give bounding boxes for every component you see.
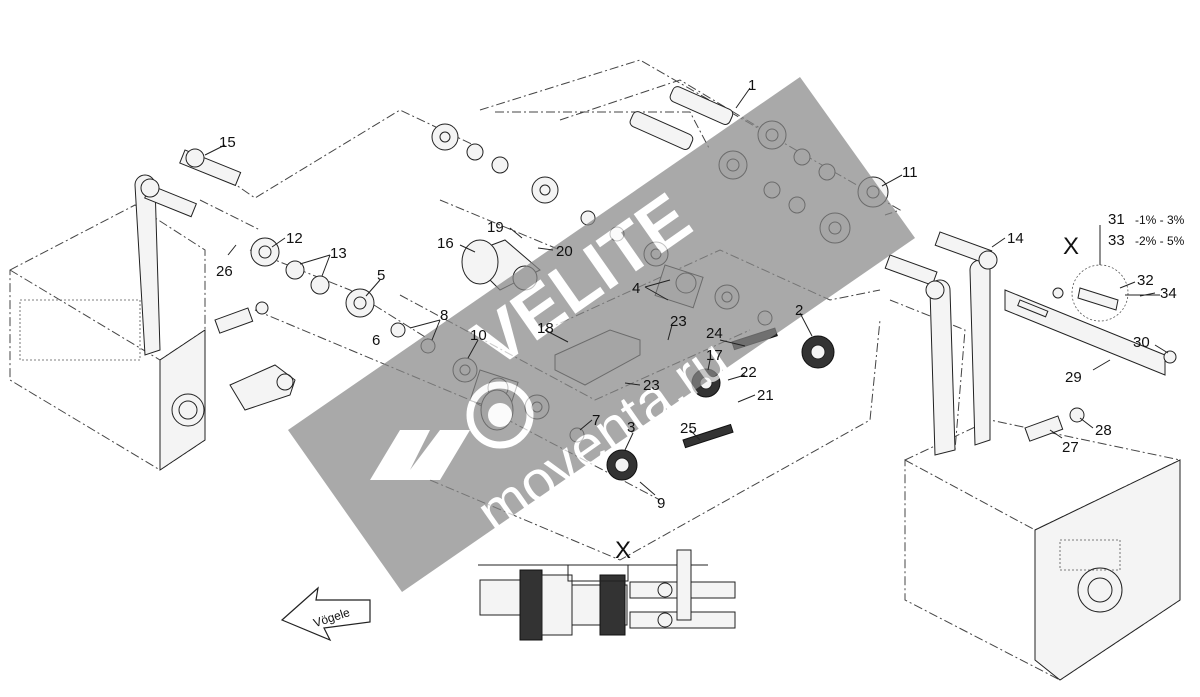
vogele-direction-arrow: Vögele <box>280 586 371 642</box>
label-14: 14 <box>1007 230 1024 247</box>
label-33: 33 <box>1108 232 1125 249</box>
watermark: VELITE moventa.ru <box>288 77 915 592</box>
label-24: 24 <box>706 325 723 342</box>
leader-lines <box>204 87 1169 496</box>
label-32: 32 <box>1137 272 1154 289</box>
label-15: 15 <box>219 134 236 151</box>
label-27: 27 <box>1062 439 1079 456</box>
label-22: 22 <box>740 364 757 381</box>
detail-mark-top-right: X <box>1063 233 1079 260</box>
label-18: 18 <box>537 320 554 337</box>
left-frame <box>9 174 296 471</box>
label-23a: 23 <box>670 313 687 330</box>
label-28: 28 <box>1095 422 1112 439</box>
label-16: 16 <box>437 235 454 252</box>
label-2: 2 <box>795 302 803 319</box>
note-31-percent: -1% - 3% <box>1135 213 1185 227</box>
label-20: 20 <box>556 243 573 260</box>
label-29: 29 <box>1065 369 1082 386</box>
label-7: 7 <box>592 412 600 429</box>
label-4: 4 <box>632 280 640 297</box>
label-23b: 23 <box>643 377 660 394</box>
label-31: 31 <box>1108 211 1125 228</box>
right-frame <box>904 259 1181 681</box>
label-21: 21 <box>757 387 774 404</box>
detail-mark-bottom: X <box>615 537 631 564</box>
label-3: 3 <box>627 419 635 436</box>
label-5: 5 <box>377 267 385 284</box>
label-13: 13 <box>330 245 347 262</box>
label-6: 6 <box>372 332 380 349</box>
label-10: 10 <box>470 327 487 344</box>
part-labels: 1 2 3 4 5 6 7 8 9 10 11 12 13 14 15 16 1… <box>216 77 1185 564</box>
label-11: 11 <box>902 164 918 181</box>
label-17: 17 <box>706 347 723 364</box>
label-34: 34 <box>1160 285 1177 302</box>
detail-x-bottom <box>478 549 736 641</box>
label-25: 25 <box>680 420 697 437</box>
label-8: 8 <box>440 307 448 324</box>
label-9: 9 <box>657 495 665 512</box>
label-26: 26 <box>216 263 233 280</box>
label-30: 30 <box>1133 334 1150 351</box>
label-19: 19 <box>487 219 504 236</box>
label-1: 1 <box>748 77 756 94</box>
label-12: 12 <box>286 230 303 247</box>
note-33-percent: -2% - 5% <box>1135 234 1185 248</box>
